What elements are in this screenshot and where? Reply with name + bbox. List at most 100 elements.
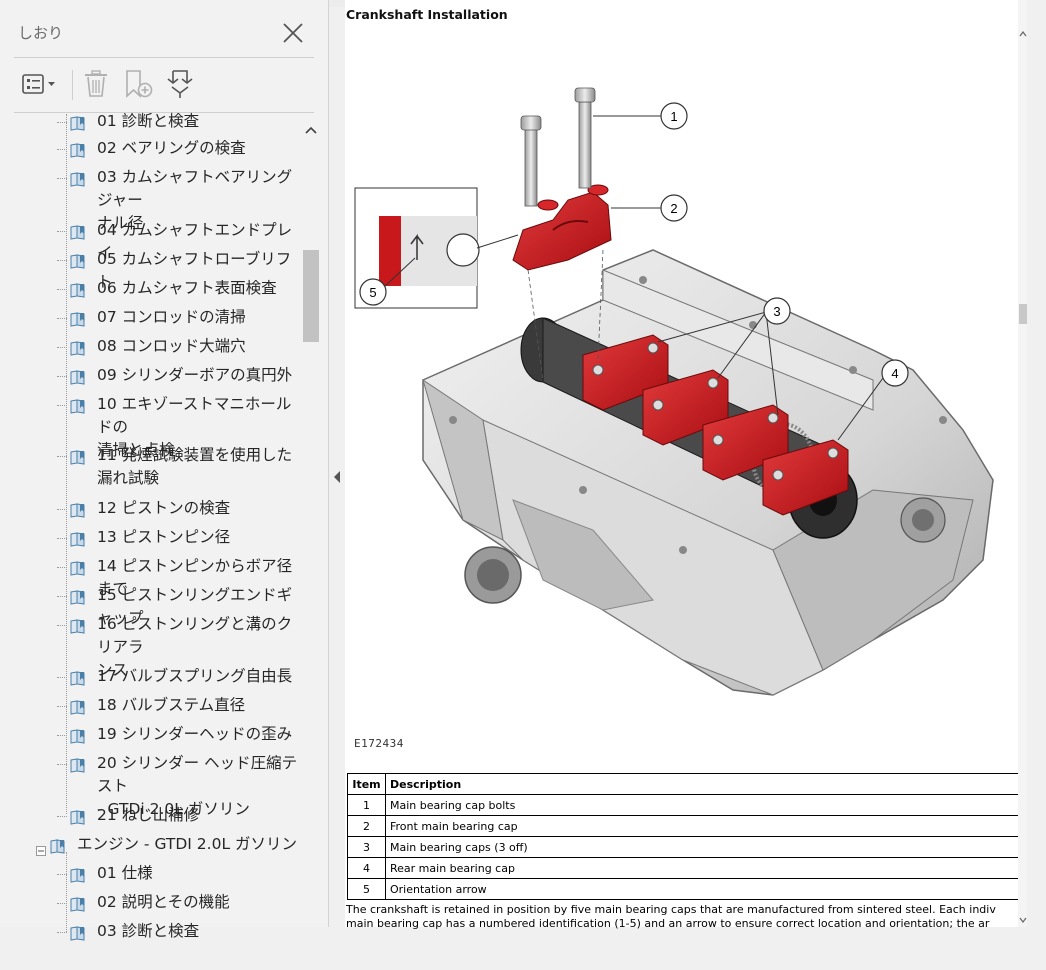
tree-connector — [57, 764, 67, 765]
bookmark-label: 03 カムシャフトベアリングジャー ナル径 — [97, 168, 293, 232]
callout-4: 4 — [881, 359, 909, 387]
bookmark-icon — [70, 282, 88, 298]
scrollbar-thumb[interactable] — [1019, 304, 1027, 324]
table-row: 4 Rear main bearing cap — [347, 857, 1027, 879]
bookmark-icon — [70, 449, 88, 465]
bookmark-icon — [70, 757, 88, 773]
list-options-icon[interactable] — [20, 68, 60, 100]
main-bearing-caps — [582, 334, 849, 516]
document-scrollbar[interactable] — [1018, 0, 1027, 927]
collapse-toggle-icon[interactable] — [36, 840, 46, 863]
bookmark-icon — [70, 618, 88, 634]
bookmark-item[interactable]: 06 カムシャフト表面検査 — [0, 277, 300, 327]
body-line: main bearing cap has a numbered identifi… — [346, 917, 990, 930]
divider — [14, 57, 314, 58]
bookmark-item[interactable]: 21 ねじ山補修 — [0, 804, 300, 854]
main-bearing-cap-bolts — [520, 87, 604, 381]
bookmarks-scrollbar[interactable] — [300, 114, 322, 927]
bookmarks-toolbar — [0, 60, 329, 110]
bookmark-icon — [70, 896, 88, 912]
trash-icon[interactable] — [82, 68, 110, 100]
bookmark-item[interactable]: 02 説明とその機能 — [0, 891, 300, 941]
chevron-up-icon[interactable] — [304, 122, 318, 136]
bookmark-item[interactable]: 10 エキゾーストマニホールドの 清掃と点検 — [0, 393, 300, 459]
bookmark-label: 12 ピストンの検査 — [97, 499, 231, 517]
bookmark-item[interactable]: 01 診断と検査 — [0, 110, 300, 160]
bookmark-label: 11 発煙試験装置を使用した 漏れ試験 — [97, 446, 293, 487]
tree-connector — [57, 149, 67, 150]
tree-connector — [66, 114, 67, 814]
bookmark-label: 13 ピストンピン径 — [97, 528, 231, 546]
new-bookmark-icon[interactable] — [122, 68, 154, 100]
bookmark-item[interactable]: 16 ピストンリングと溝のクリアラ ンス — [0, 613, 300, 679]
scrollbar-thumb[interactable] — [303, 250, 319, 342]
front-main-bearing-cap — [512, 184, 612, 271]
bookmark-item[interactable]: 07 コンロッドの清掃 — [0, 306, 300, 356]
bookmark-label: 04 カムシャフトエンドプレイ — [97, 221, 293, 262]
bookmark-parent-item[interactable]: エンジン - GTDI 2.0L ガソリン — [0, 833, 300, 883]
close-icon[interactable] — [280, 20, 306, 46]
bookmark-icon — [70, 589, 88, 605]
bookmark-label: 03 診断と検査 — [97, 922, 200, 940]
item-description: Main bearing cap bolts — [385, 794, 1027, 816]
body-line: The crankshaft is retained in position b… — [346, 903, 996, 916]
tree-connector — [66, 852, 67, 932]
bookmark-icon — [70, 502, 88, 518]
callout-3: 3 — [763, 297, 791, 325]
bookmark-icon — [70, 670, 88, 686]
page-title: Crankshaft Installation — [346, 7, 508, 22]
bookmark-label: 15 ピストンリングエンドギャップ — [97, 586, 293, 627]
bookmark-icon — [70, 398, 88, 414]
tree-connector — [57, 706, 67, 707]
bookmark-item[interactable]: 02 ベアリングの検査 — [0, 137, 300, 187]
tree-connector — [57, 260, 67, 261]
body-paragraph: The crankshaft is retained in position b… — [346, 903, 1046, 931]
bookmark-item[interactable]: 15 ピストンリングエンドギャップ — [0, 584, 300, 634]
bookmark-label: 01 診断と検査 — [97, 112, 200, 130]
panel-header: しおり — [0, 8, 329, 56]
bookmark-item[interactable]: 03 カムシャフトベアリングジャー ナル径 — [0, 166, 300, 232]
item-description: Main bearing caps (3 off) — [385, 836, 1027, 858]
bookmark-item[interactable]: 05 カムシャフトローブリフト — [0, 248, 300, 298]
item-number: 3 — [347, 836, 386, 858]
bookmark-label: 05 カムシャフトローブリフト — [97, 250, 292, 291]
tree-connector — [57, 405, 67, 406]
bookmark-item[interactable]: 03 診断と検査 — [0, 920, 300, 970]
bookmark-item[interactable]: 19 シリンダーヘッドの歪み — [0, 723, 300, 773]
bookmark-item[interactable]: 13 ピストンピン径 — [0, 526, 300, 576]
tree-connector — [57, 509, 67, 510]
bookmark-item[interactable]: 08 コンロッド大端穴 — [0, 335, 300, 385]
table-row: 5 Orientation arrow — [347, 878, 1027, 900]
svg-text:5: 5 — [369, 285, 376, 300]
bookmark-item[interactable]: 09 シリンダーボアの真円外 — [0, 364, 300, 414]
bookmark-label: 10 エキゾーストマニホールドの 清掃と点検 — [97, 395, 292, 459]
bookmark-item[interactable]: 04 カムシャフトエンドプレイ — [0, 219, 300, 269]
table-row: 1 Main bearing cap bolts — [347, 794, 1027, 816]
tree-connector — [57, 932, 67, 933]
tree-connector — [57, 376, 67, 377]
bookmark-item[interactable]: 17 バルブスプリング自由長 — [0, 665, 300, 715]
chevron-up-icon[interactable] — [1019, 24, 1027, 37]
item-description: Front main bearing cap — [385, 815, 1027, 837]
bookmark-label: 09 シリンダーボアの真円外 — [97, 366, 293, 384]
tree-connector — [57, 625, 67, 626]
tree-connector — [57, 735, 67, 736]
tree-connector — [57, 874, 67, 875]
pdf-viewer-window: しおり — [0, 0, 1027, 941]
bookmark-item[interactable]: 12 ピストンの検査 — [0, 497, 300, 547]
expand-bookmark-icon[interactable] — [164, 68, 196, 100]
bookmark-item[interactable]: 18 バルブステム直径 — [0, 694, 300, 744]
tree-connector — [57, 122, 67, 123]
bookmark-icon — [70, 699, 88, 715]
crankshaft-illustration: 1 2 3 4 5 — [354, 87, 994, 696]
bookmark-item[interactable]: 14 ピストンピンからボア径まで — [0, 555, 300, 605]
table-row: 3 Main bearing caps (3 off) — [347, 836, 1027, 858]
bookmark-item[interactable]: 11 発煙試験装置を使用した 漏れ試験 — [0, 444, 300, 494]
chevron-down-icon[interactable] — [1019, 910, 1027, 923]
bookmark-item[interactable]: 20 シリンダー ヘッド圧縮テスト - GTDi 2.0L ガソリン — [0, 752, 300, 818]
bookmark-item[interactable]: 01 仕様 — [0, 862, 300, 912]
bookmark-icon — [70, 253, 88, 269]
figure-code: E172434 — [354, 737, 404, 750]
collapse-panel-icon[interactable] — [331, 468, 343, 486]
item-description: Orientation arrow — [385, 878, 1027, 900]
